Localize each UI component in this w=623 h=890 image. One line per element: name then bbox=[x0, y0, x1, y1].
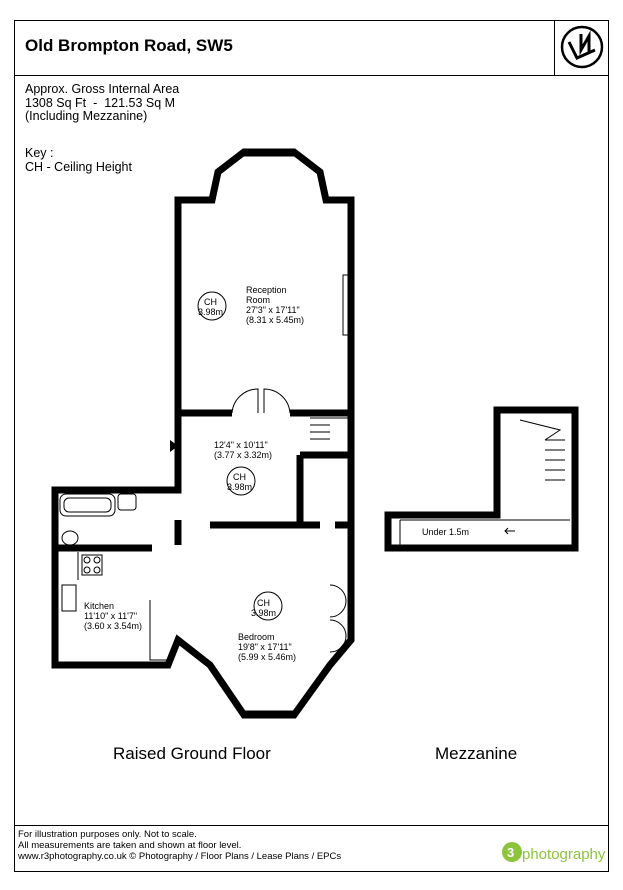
hall-ch: CH 3.98m bbox=[227, 472, 252, 492]
kitchen-dim-imperial: 11'10" x 11'7" bbox=[84, 611, 138, 621]
bedroom-label: Bedroom 19'8" x 17'11" (5.99 x 5.46m) bbox=[238, 632, 296, 662]
bedroom-ch-value: 3.98m bbox=[251, 608, 277, 618]
reception-dim-metric: (8.31 x 5.45m) bbox=[246, 315, 305, 325]
bedroom-dim-metric: (5.99 x 5.46m) bbox=[238, 652, 297, 662]
reception-name-1: Reception bbox=[246, 285, 287, 295]
bedroom-top-wall bbox=[174, 520, 351, 545]
hall-label: 12'4" x 10'11" (3.77 x 3.32m) bbox=[214, 440, 272, 460]
hall-dim-metric: (3.77 x 3.32m) bbox=[214, 450, 273, 460]
footer-line-1: For illustration purposes only. Not to s… bbox=[18, 829, 197, 840]
footer-line-2: All measurements are taken and shown at … bbox=[18, 840, 242, 851]
bath bbox=[59, 493, 116, 517]
footer-divider bbox=[14, 825, 609, 826]
reception-ch: CH 3.98m bbox=[198, 297, 223, 317]
footer-line-3: www.r3photography.co.uk © Photography / … bbox=[18, 851, 342, 862]
counters bbox=[57, 552, 168, 661]
wardrobe-doors bbox=[329, 584, 347, 653]
reception-ch-circle bbox=[197, 291, 227, 321]
reception-dim-imperial: 27'3" x 17'11" bbox=[246, 305, 300, 315]
key-legend: Key : CH - Ceiling Height bbox=[25, 146, 132, 174]
reception-ch-label: CH bbox=[204, 297, 217, 307]
mezzanine-stairs bbox=[519, 419, 565, 481]
reception-double-door bbox=[231, 388, 291, 414]
key-title: Key : bbox=[25, 146, 54, 160]
svg-text:3: 3 bbox=[507, 845, 514, 860]
reception-walls bbox=[174, 148, 355, 413]
entrance-arrow-icon bbox=[170, 440, 178, 452]
key-item: CH - Ceiling Height bbox=[25, 160, 132, 174]
bedroom-ch-circle bbox=[253, 591, 283, 621]
bedroom-ch-label: CH bbox=[257, 598, 270, 608]
logo-box bbox=[554, 20, 609, 76]
kitchen-name: Kitchen bbox=[84, 601, 115, 611]
brand-name: photography bbox=[522, 846, 606, 863]
hall-walls bbox=[51, 413, 355, 719]
mezzanine-note: Under 1.5m bbox=[422, 527, 470, 537]
r3-brand-icon: 3 bbox=[502, 842, 522, 862]
bedroom-bay-window bbox=[244, 710, 294, 716]
reception-bay-window bbox=[244, 151, 294, 157]
bedroom-dim-imperial: 19'8" x 17'11" bbox=[238, 642, 292, 652]
stair-treads bbox=[310, 417, 350, 440]
sink bbox=[61, 584, 77, 612]
area-line-1: Approx. Gross Internal Area bbox=[25, 82, 180, 96]
footer-disclaimer: For illustration purposes only. Not to s… bbox=[18, 829, 341, 862]
kitchen-wall bbox=[51, 490, 152, 665]
page-title: Old Brompton Road, SW5 bbox=[25, 36, 233, 55]
reception-ch-value: 3.98m bbox=[198, 307, 224, 317]
gross-area: Approx. Gross Internal Area 1308 Sq Ft -… bbox=[25, 82, 180, 124]
header-divider bbox=[14, 75, 609, 76]
mezzanine-floor-label: Mezzanine bbox=[435, 744, 518, 763]
ground-floor-label: Raised Ground Floor bbox=[113, 744, 271, 763]
cupboard bbox=[296, 451, 351, 525]
kitchen-label: Kitchen 11'10" x 11'7" (3.60 x 3.54m) bbox=[84, 601, 142, 631]
hob bbox=[81, 554, 103, 576]
hall-dim-imperial: 12'4" x 10'11" bbox=[214, 440, 268, 450]
wc bbox=[61, 530, 79, 546]
bedroom-ch: CH 3.98m bbox=[251, 598, 276, 618]
mezzanine-walls bbox=[384, 406, 579, 552]
mezzanine-arrow-icon bbox=[504, 527, 515, 535]
bedroom-name: Bedroom bbox=[238, 632, 275, 642]
hall-ch-value: 3.98m bbox=[227, 482, 253, 492]
reception-name-2: Room bbox=[246, 295, 271, 305]
compass-logo-icon bbox=[560, 25, 604, 69]
reception-label: Reception Room 27'3" x 17'11" (8.31 x 5.… bbox=[246, 285, 304, 325]
radiator bbox=[342, 274, 350, 336]
area-line-3: (Including Mezzanine) bbox=[25, 109, 148, 123]
mezzanine-line bbox=[399, 519, 570, 545]
basin bbox=[117, 493, 137, 511]
hall-ch-label: CH bbox=[233, 472, 246, 482]
area-line-2: 1308 Sq Ft - 121.53 Sq M bbox=[25, 95, 176, 110]
hall-ch-circle bbox=[226, 466, 256, 496]
kitchen-dim-metric: (3.60 x 3.54m) bbox=[84, 621, 143, 631]
page-frame bbox=[14, 20, 609, 872]
